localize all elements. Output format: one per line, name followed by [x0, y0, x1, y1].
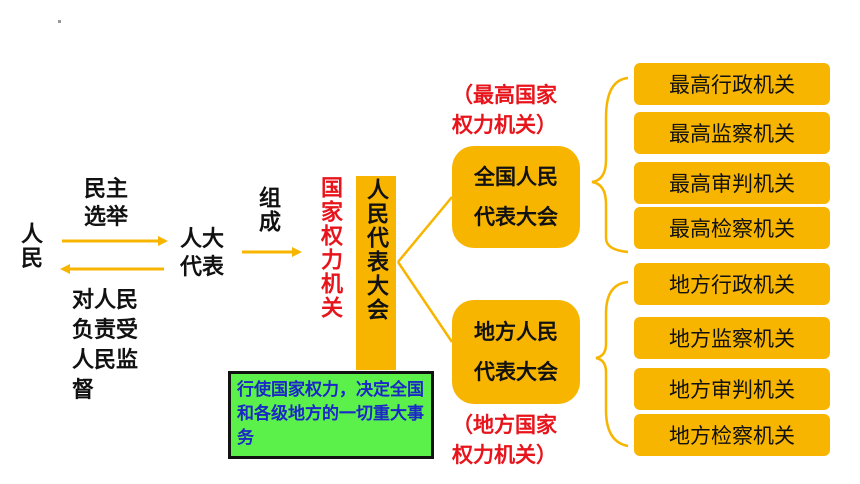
local-line2: 代表大会 — [474, 360, 558, 384]
state-power-label: 国家权力机关 — [317, 176, 342, 320]
local-organ-administrative: 地方行政机关 — [634, 263, 830, 305]
npc-line2: 代表大会 — [474, 205, 558, 229]
election-label: 民主选举 — [84, 177, 129, 230]
people-label: 人民 — [17, 222, 42, 270]
deputies-label: 人大代表 — [180, 227, 225, 280]
compose-arrow-head — [292, 247, 302, 257]
npc-tag-line2: 权力机关） — [452, 113, 557, 137]
local-tag-line1: （地方国家 — [452, 413, 557, 437]
local-node: 地方人民 代表大会 — [452, 300, 580, 404]
npc-brace — [591, 76, 629, 254]
local-line1: 地方人民 — [474, 320, 558, 344]
local-brace — [595, 280, 629, 448]
dot-mark — [58, 20, 61, 23]
npc-tag: （最高国家 权力机关） — [452, 80, 557, 140]
election-arrow-head — [158, 236, 168, 246]
congress-bar: 人民代表大会 — [356, 176, 396, 370]
npc-organ-judicial: 最高审判机关 — [634, 162, 830, 204]
local-tag-line2: 权力机关） — [452, 443, 557, 467]
npc-organ-supervisory: 最高监察机关 — [634, 112, 830, 154]
npc-organ-procuratorial: 最高检察机关 — [634, 207, 830, 249]
function-note: 行使国家权力，决定全国和各级地方的一切重大事务 — [228, 371, 434, 459]
npc-tag-line1: （最高国家 — [452, 83, 557, 107]
compose-label: 组成 — [255, 186, 280, 234]
local-organ-supervisory: 地方监察机关 — [634, 317, 830, 359]
accountable-arrow-head — [60, 264, 70, 274]
npc-node: 全国人民 代表大会 — [452, 146, 580, 248]
npc-organ-administrative: 最高行政机关 — [634, 63, 830, 105]
fork-line-npc — [397, 196, 453, 263]
fork-line-local — [396, 261, 454, 343]
local-organ-judicial: 地方审判机关 — [634, 368, 830, 410]
local-organ-procuratorial: 地方检察机关 — [634, 414, 830, 456]
accountable-label: 对人民负责受人民监督 — [72, 288, 139, 403]
npc-line1: 全国人民 — [474, 165, 558, 189]
congress-label: 人民代表大会 — [363, 178, 388, 322]
local-tag: （地方国家 权力机关） — [452, 410, 557, 470]
